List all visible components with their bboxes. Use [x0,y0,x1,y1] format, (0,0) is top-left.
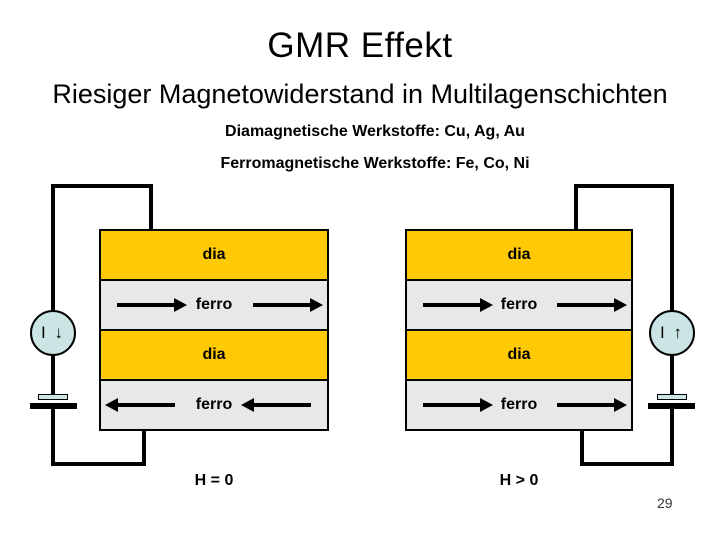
wire-segment [51,462,146,466]
wire-segment [51,407,55,466]
wire-segment [574,184,578,236]
wire-segment [51,184,55,312]
battery-plate-thin [38,394,68,400]
ferromagnetic-materials-line: Ferromagnetische Werkstoffe: Fe, Co, Ni [220,155,530,172]
current-label-right: I ↑ [660,323,684,342]
wire-segment [580,431,584,466]
current-label-left: I ↓ [41,323,65,342]
layer-label: dia [202,346,226,363]
layer-dia: dia [405,329,633,381]
battery-plate-thick [648,403,695,409]
layer-label: ferro [195,296,233,313]
layer-dia: dia [99,329,329,381]
magnetization-arrow-left-icon [240,398,311,412]
magnetization-arrow-left-icon [105,398,175,412]
battery-plate-thick [30,403,77,409]
slide-subtitle: Riesiger Magnetowiderstand in Multilagen… [52,79,668,109]
wire-segment [580,462,674,466]
wire-segment [149,184,153,236]
wire-segment [51,184,153,188]
field-label-h0: H = 0 [194,472,234,489]
layer-ferro: ferro [405,379,633,431]
layer-label: dia [507,346,531,363]
layer-dia: dia [99,229,329,281]
current-meter-right: I ↑ [649,310,695,356]
wire-segment [574,184,674,188]
magnetization-arrow-right-icon [556,398,627,412]
multilayer-stack-h0: dia ferro dia ferro [99,229,329,431]
magnetization-arrow-right-icon [423,298,493,312]
current-meter-left: I ↓ [30,310,76,356]
wire-segment [142,431,146,466]
slide-title: GMR Effekt [267,26,453,65]
layer-label: dia [202,246,226,263]
battery-plate-thin [657,394,687,400]
wire-segment [670,407,674,466]
field-label-h-positive: H > 0 [499,472,539,489]
multilayer-stack-h-positive: dia ferro dia ferro [405,229,633,431]
magnetization-arrow-right-icon [252,298,323,312]
layer-label: ferro [500,396,538,413]
magnetization-arrow-right-icon [556,298,627,312]
layer-ferro: ferro [405,279,633,331]
page-number: 29 [657,495,673,511]
wire-segment [51,354,55,396]
layer-ferro: ferro [99,279,329,331]
wire-segment [670,184,674,312]
wire-segment [670,354,674,396]
magnetization-arrow-right-icon [423,398,493,412]
layer-ferro: ferro [99,379,329,431]
layer-dia: dia [405,229,633,281]
diamagnetic-materials-line: Diamagnetische Werkstoffe: Cu, Ag, Au [225,123,525,140]
layer-label: ferro [500,296,538,313]
magnetization-arrow-right-icon [117,298,187,312]
layer-label: dia [507,246,531,263]
layer-label: ferro [195,396,233,413]
